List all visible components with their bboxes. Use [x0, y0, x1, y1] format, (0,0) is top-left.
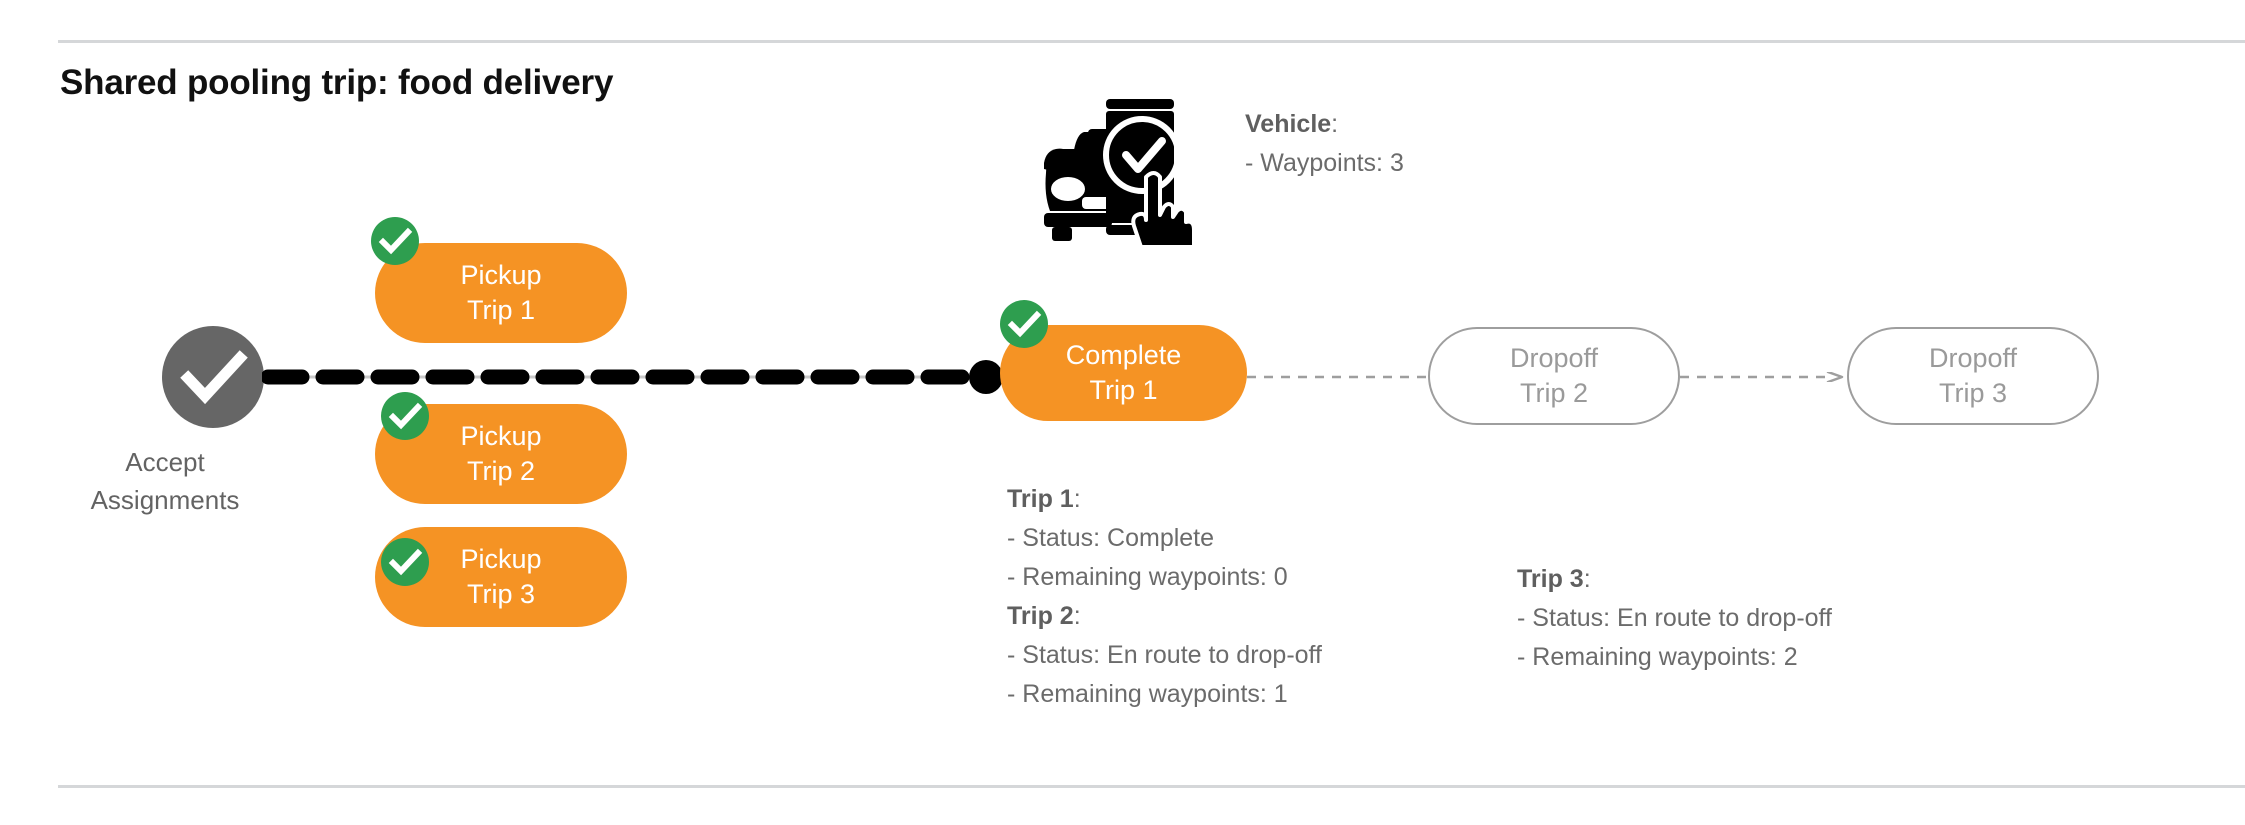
pickup-trip-2-line1: Pickup — [460, 421, 542, 451]
accept-assignments-label: Accept Assignments — [70, 443, 260, 519]
pickup-trip-3-line1: Pickup — [460, 544, 542, 574]
dropoff-trip-3-line1: Dropoff — [1928, 343, 2018, 373]
vehicle-waypoints-line: - Waypoints: 3 — [1245, 149, 1404, 177]
connector-dropoff2-to-dropoff3 — [1680, 369, 1848, 384]
connector-complete-to-dropoff2 — [1247, 369, 1429, 379]
vehicle-annotation: Vehicle: - Waypoints: 3 — [1245, 105, 1404, 183]
complete-trip-1-line1: Complete — [1065, 340, 1182, 370]
page-title: Shared pooling trip: food delivery — [60, 63, 614, 102]
trip-1-status-line: - Status: Complete — [1007, 524, 1215, 552]
trip-3-annotation: Trip 3: - Status: En route to drop-off -… — [1517, 560, 1832, 677]
trip-3-heading-text: Trip 3 — [1517, 565, 1584, 593]
trip-3-status-line: - Status: En route to drop-off — [1517, 604, 1832, 632]
pickup-trip-1-line2: Trip 1 — [466, 295, 535, 325]
pickup-trip-1-check-badge-icon — [371, 217, 419, 265]
pickup-trip-1-line1: Pickup — [460, 260, 542, 290]
top-divider — [58, 40, 2245, 43]
accept-label-line2: Assignments — [90, 485, 240, 515]
complete-trip-1-line2: Trip 1 — [1089, 375, 1158, 405]
accept-label-line1: Accept — [125, 447, 205, 477]
vehicle-heading-text: Vehicle — [1245, 110, 1332, 138]
pickup-trip-2-check-badge-icon — [381, 392, 429, 440]
dropoff-trip-3-node[interactable]: Dropoff Trip 3 — [1847, 327, 2099, 425]
trip-2-heading: Trip 2: — [1007, 597, 1322, 636]
dropoff-trip-2-line2: Trip 2 — [1519, 378, 1588, 408]
vehicle-heading-colon: : — [1331, 110, 1339, 138]
check-circle-icon — [162, 326, 264, 428]
trip-2-heading-text: Trip 2 — [1007, 602, 1074, 630]
pickup-trip-3-check-badge-icon — [381, 538, 429, 586]
trip-1-waypoints-line: - Remaining waypoints: 0 — [1007, 563, 1288, 591]
complete-trip-1-node[interactable]: Complete Trip 1 — [1000, 325, 1247, 421]
trip-1-heading-colon: : — [1073, 485, 1081, 513]
trip-1-heading: Trip 1: — [1007, 480, 1322, 519]
route-junction-dot — [969, 360, 1003, 394]
accept-assignments-node[interactable] — [162, 326, 264, 428]
pickup-trip-2-node[interactable]: Pickup Trip 2 — [375, 404, 627, 504]
trip-3-waypoints-line: - Remaining waypoints: 2 — [1517, 643, 1798, 671]
pickup-trip-1-node[interactable]: Pickup Trip 1 — [375, 243, 627, 343]
trip-2-waypoints-line: - Remaining waypoints: 1 — [1007, 680, 1288, 708]
trip-2-status-line: - Status: En route to drop-off — [1007, 641, 1322, 669]
dropoff-trip-3-line2: Trip 3 — [1938, 378, 2007, 408]
pickup-connector-dashed-line — [260, 369, 994, 385]
vehicle-annotation-heading: Vehicle: — [1245, 105, 1404, 144]
trip-1-heading-text: Trip 1 — [1007, 485, 1074, 513]
trip-2-heading-colon: : — [1073, 602, 1081, 630]
dropoff-trip-2-line1: Dropoff — [1509, 343, 1599, 373]
bottom-divider — [58, 785, 2245, 788]
trip-1-2-annotation: Trip 1: - Status: Complete - Remaining w… — [1007, 480, 1322, 714]
complete-trip-1-check-badge-icon — [1000, 300, 1048, 348]
vehicle-app-icon — [1030, 85, 1210, 264]
trip-3-heading-colon: : — [1583, 565, 1591, 593]
pickup-trip-2-line2: Trip 2 — [466, 456, 535, 486]
pickup-trip-3-line2: Trip 3 — [466, 579, 535, 609]
trip-3-heading: Trip 3: — [1517, 560, 1832, 599]
dropoff-trip-2-node[interactable]: Dropoff Trip 2 — [1428, 327, 1680, 425]
